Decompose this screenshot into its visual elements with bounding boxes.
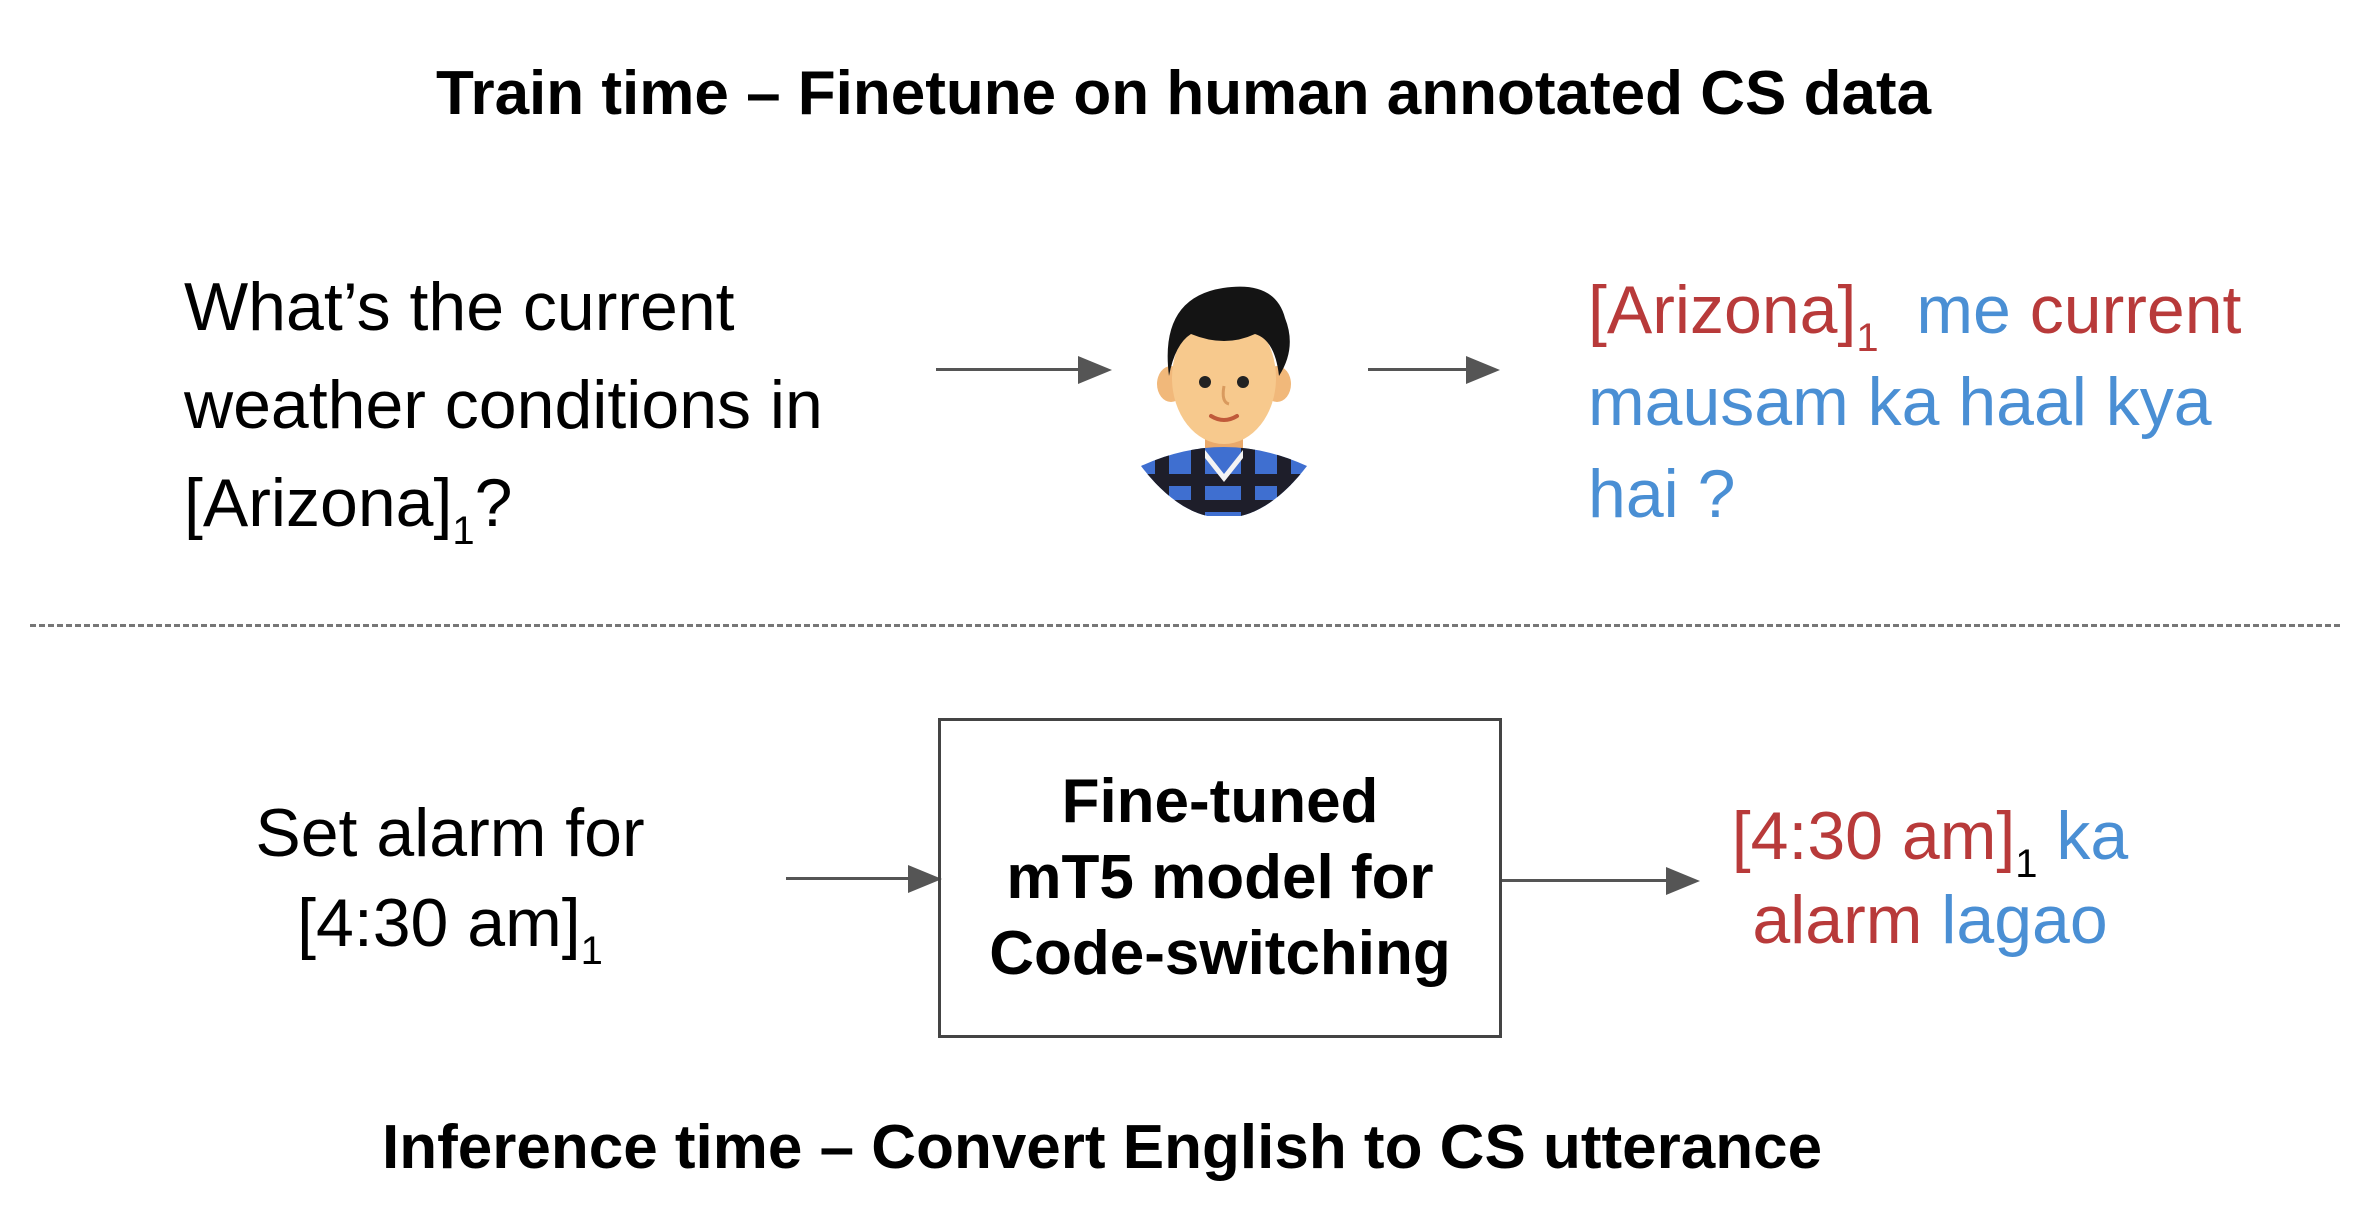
train-time-title: Train time – Finetune on human annotated… xyxy=(436,59,1932,128)
inference-input-text: Set alarm for [4:30 am]1 xyxy=(240,788,660,971)
section-divider xyxy=(30,624,2340,627)
train-output-word-me: me xyxy=(1916,272,2011,348)
train-output-word-current: current xyxy=(2029,272,2242,348)
mt5-model-box: Fine-tuned mT5 model for Code-switching xyxy=(938,718,1502,1038)
model-label-line-3: Code-switching xyxy=(989,919,1451,988)
train-input-question-mark: ? xyxy=(474,465,513,541)
train-input-line-2: weather conditions in xyxy=(184,367,823,443)
inference-output-word-alarm: alarm xyxy=(1752,882,1923,958)
arrow-input-to-annotator xyxy=(936,356,1112,384)
train-input-entity: [Arizona] xyxy=(184,465,453,541)
person-avatar-icon xyxy=(1135,278,1313,518)
train-input-line-1: What’s the current xyxy=(184,269,735,345)
arrow-model-to-output xyxy=(1502,867,1700,895)
train-input-text: What’s the current weather conditions in… xyxy=(184,258,823,552)
train-output-line-2: mausam ka haal kya xyxy=(1588,364,2212,440)
inference-output-line-2: alarm lagao xyxy=(1720,878,2140,962)
inference-output-entity-index: 1 xyxy=(2015,842,2038,886)
inference-output-word-ka: ka xyxy=(2056,798,2129,874)
inference-input-line-1: Set alarm for xyxy=(255,795,645,871)
model-label-line-1: Fine-tuned xyxy=(1061,767,1379,836)
mt5-model-label: Fine-tuned mT5 model for Code-switching xyxy=(989,764,1451,992)
model-label-line-2: mT5 model for xyxy=(1006,843,1434,912)
inference-input-line-2: [4:30 am]1 xyxy=(240,878,660,971)
inference-output-word-lagao: lagao xyxy=(1941,882,2108,958)
inference-output-entity: [4:30 am] xyxy=(1731,798,2016,874)
train-input-entity-index: 1 xyxy=(452,509,475,553)
train-output-line-1: [Arizona]1 me current xyxy=(1588,264,2242,358)
train-output-entity: [Arizona] xyxy=(1588,272,1857,348)
train-input-line-3: [Arizona]1? xyxy=(184,454,823,552)
arrow-annotator-to-output xyxy=(1368,356,1500,384)
inference-input-entity-index: 1 xyxy=(580,929,603,973)
inference-output-line-1: [4:30 am]1 ka xyxy=(1720,794,2140,884)
inference-input-entity: [4:30 am] xyxy=(297,885,581,961)
train-output-line-3: hai ? xyxy=(1588,456,1736,532)
inference-output-text: [4:30 am]1 ka alarm lagao xyxy=(1720,794,2140,962)
train-output-entity-index: 1 xyxy=(1856,316,1879,360)
train-output-text: [Arizona]1 me current mausam ka haal kya… xyxy=(1588,264,2241,540)
arrow-input-to-model xyxy=(786,865,942,893)
inference-time-title: Inference time – Convert English to CS u… xyxy=(382,1113,1823,1182)
